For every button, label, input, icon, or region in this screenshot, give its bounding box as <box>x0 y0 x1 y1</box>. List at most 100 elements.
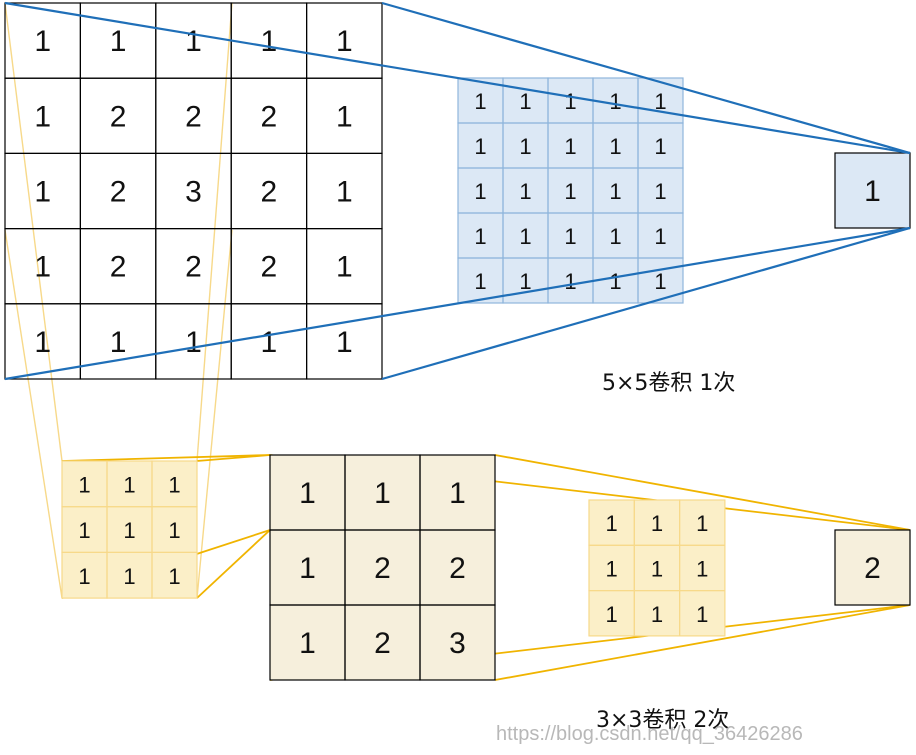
intermediate-grid-value: 1 <box>374 477 391 510</box>
watermark: https://blog.csdn.net/qq_36426286 <box>496 723 803 745</box>
caption-3x3: 3×3卷积 2次 <box>596 708 729 733</box>
kernel-3x3-first-value: 1 <box>78 564 90 589</box>
kernel-3x3-first-value: 1 <box>168 472 180 497</box>
connector-input-to-result-top <box>4 1 911 155</box>
kernel-3x3-second-value: 1 <box>606 511 618 536</box>
kernel-3x3-second-value: 1 <box>606 556 618 581</box>
input-grid-value: 1 <box>34 100 51 133</box>
input-grid-value: 2 <box>261 251 278 284</box>
result-5x5: 1 <box>834 152 911 229</box>
input-grid-value: 2 <box>110 176 127 209</box>
input-grid-value: 1 <box>34 176 51 209</box>
kernel-5x5-value: 1 <box>519 269 531 294</box>
kernel-5x5-value: 1 <box>474 224 486 249</box>
connector-kernel3-to-mid-inner-right <box>196 529 271 599</box>
input-grid-value: 1 <box>336 326 353 359</box>
kernel-5x5-value: 1 <box>654 269 666 294</box>
input-grid-value: 1 <box>261 25 278 58</box>
kernel-5x5-cell <box>637 257 684 304</box>
kernel-5x5-value: 1 <box>564 224 576 249</box>
kernel-5x5-value: 1 <box>564 134 576 159</box>
connector-input-to-result-bottom <box>4 226 911 381</box>
kernel-5x5-background <box>458 78 683 303</box>
intermediate-grid-value: 1 <box>299 627 316 660</box>
result-3x3-box <box>834 529 911 606</box>
kernel-5x5-value: 1 <box>609 224 621 249</box>
input-grid-value: 2 <box>110 251 127 284</box>
input-grid-value: 2 <box>185 100 202 133</box>
result-3x3-value: 2 <box>864 552 881 585</box>
input-grid-value: 1 <box>110 25 127 58</box>
input-grid-value: 1 <box>336 100 353 133</box>
kernel-5x5-value: 1 <box>564 269 576 294</box>
kernel-5x5-value: 1 <box>654 224 666 249</box>
connector-mid-right-to-result-top <box>494 454 911 531</box>
kernel-3x3-first-value: 1 <box>168 518 180 543</box>
input-grid-value: 1 <box>336 176 353 209</box>
kernel-3x3-first-value: 1 <box>78 518 90 543</box>
kernel-5x5-value: 1 <box>519 134 531 159</box>
input-grid-value: 2 <box>110 100 127 133</box>
intermediate-grid-value: 1 <box>449 477 466 510</box>
input-grid-cell <box>306 303 383 380</box>
kernel-5x5-value: 1 <box>609 179 621 204</box>
connector-input-to-kernel3-left <box>4 2 63 462</box>
kernel-5x5-value: 1 <box>654 89 666 114</box>
connector-input-right-to-result-top <box>381 1 911 155</box>
input-grid-value: 2 <box>185 251 202 284</box>
caption-5x5: 5×5卷积 1次 <box>602 371 735 396</box>
intermediate-grid-value: 1 <box>299 477 316 510</box>
result-3x3: 2 <box>834 529 911 606</box>
kernel-5x5-value: 1 <box>609 89 621 114</box>
kernel-5x5-value: 1 <box>474 89 486 114</box>
kernel-3x3-first-value: 1 <box>168 564 180 589</box>
input-grid-value: 1 <box>110 326 127 359</box>
kernel-3x3-second-value: 1 <box>696 511 708 536</box>
input-grid-value: 3 <box>185 176 202 209</box>
input-grid-value: 1 <box>185 25 202 58</box>
kernel-3x3-second-value: 1 <box>651 602 663 627</box>
intermediate-grid-value: 2 <box>449 552 466 585</box>
kernel-3x3-first-background <box>62 461 197 599</box>
intermediate-grid-background <box>270 455 495 680</box>
kernel-5x5-value: 1 <box>609 269 621 294</box>
kernel-3x3-first-value: 1 <box>123 564 135 589</box>
kernel-3x3-second-value: 1 <box>651 511 663 536</box>
connector-mid-right-to-result-bottom <box>494 604 911 681</box>
intermediate-grid-value: 2 <box>374 627 391 660</box>
input-grid-value: 1 <box>34 25 51 58</box>
kernel-3x3-first-value: 1 <box>123 518 135 543</box>
kernel-3x3-second-value: 1 <box>606 602 618 627</box>
input-grid-value: 1 <box>185 326 202 359</box>
input-grid-value: 1 <box>336 251 353 284</box>
kernel-5x5-value: 1 <box>519 89 531 114</box>
kernel-3x3-first-value: 1 <box>123 472 135 497</box>
kernel-3x3-second-background <box>589 500 725 636</box>
kernel-5x5-value: 1 <box>564 179 576 204</box>
kernel-5x5-value: 1 <box>474 179 486 204</box>
connector-input-to-kernel3-right <box>196 2 233 462</box>
kernel-5x5-value: 1 <box>519 224 531 249</box>
kernel-5x5-value: 1 <box>654 179 666 204</box>
connector-input-right-to-result-bottom <box>381 226 911 381</box>
input-grid-value: 1 <box>34 326 51 359</box>
connector-kernel3-to-mid-top <box>61 454 271 462</box>
connector-kernel3-to-mid-top-right <box>196 454 271 462</box>
grids: 1 1 1 1 1 1 2 2 2 1 1 2 3 2 1 1 2 2 2 1 1 1 1 1 1 1 1 1 1 1 1 1 1 1 1 1 1 1 1 1… <box>4 2 911 681</box>
kernel-5x5-value: 1 <box>474 269 486 294</box>
kernel-5x5-value: 1 <box>519 179 531 204</box>
intermediate-grid-value: 2 <box>374 552 391 585</box>
kernel-5x5-value: 1 <box>474 134 486 159</box>
kernel-5x5-value: 1 <box>654 134 666 159</box>
input-grid-value: 1 <box>336 25 353 58</box>
result-5x5-box <box>834 152 911 229</box>
connector-input-to-kernel3-bottom-right <box>196 229 233 599</box>
kernel-3x3-second-value: 1 <box>651 556 663 581</box>
input-grid-value: 1 <box>261 326 278 359</box>
